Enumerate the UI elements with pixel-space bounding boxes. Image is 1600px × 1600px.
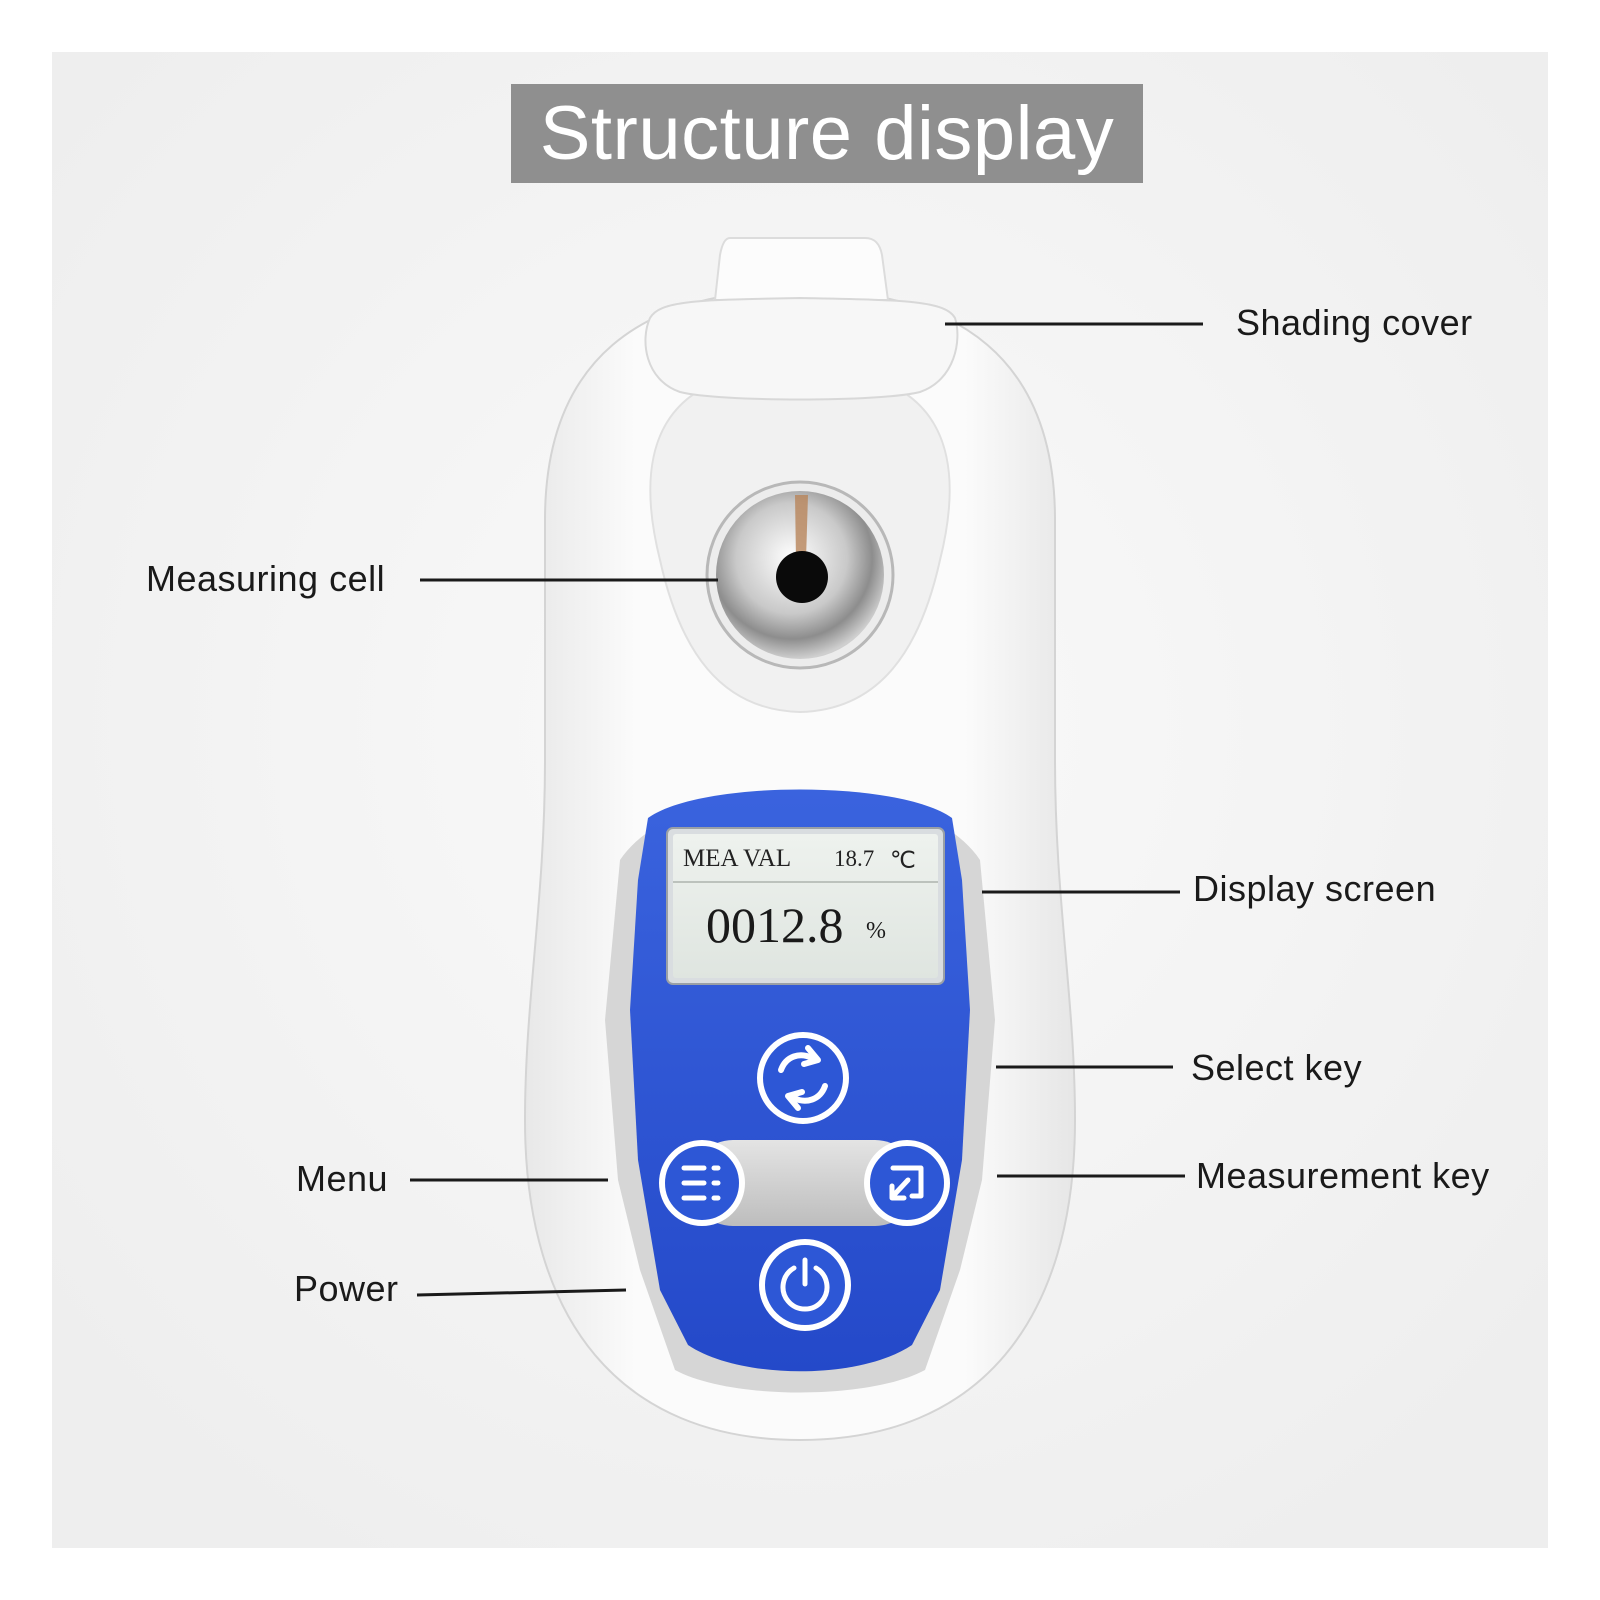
measurement-key[interactable] [864,1140,950,1226]
menu-list-icon [681,1165,721,1201]
label-shading-cover: Shading cover [1236,302,1473,343]
label-display-screen: Display screen [1193,868,1437,909]
power-key[interactable] [759,1239,851,1331]
label-menu: Menu [296,1158,389,1199]
key-bar [690,1140,918,1226]
label-measuring-cell: Measuring cell [146,558,386,599]
leader-power [416,1288,627,1297]
power-icon [780,1257,830,1312]
menu-key[interactable] [659,1140,745,1226]
lcd-temperature-unit: ℃ [890,848,916,873]
label-power: Power [294,1268,399,1309]
leader-lines [410,322,1203,1297]
select-key[interactable] [757,1032,849,1124]
refresh-arrows-icon [778,1045,828,1111]
measuring-cell [705,480,895,670]
label-select-key: Select key [1191,1047,1363,1088]
lcd-temperature: 18.7 [834,846,874,871]
lcd-mode: MEA VAL [683,845,791,872]
label-measurement-key: Measurement key [1196,1155,1490,1196]
lcd-reading-unit: % [866,918,886,944]
lcd-reading: 0012.8 [706,897,844,953]
diagram-title: Structure display [511,84,1143,183]
return-arrow-icon [889,1165,924,1201]
display-screen [666,827,945,985]
shading-cover [644,237,959,401]
